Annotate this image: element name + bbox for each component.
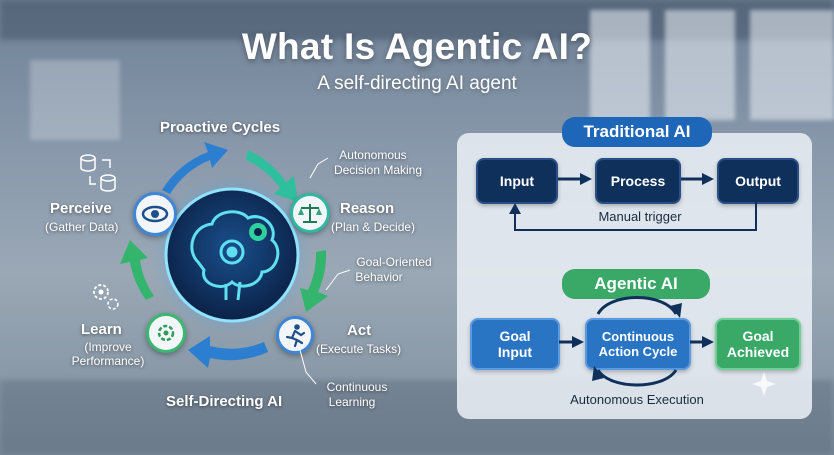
annotation-continuous-1: Continuous (326, 380, 388, 394)
goal-input-box: Goal Input (470, 318, 560, 370)
learn-node (146, 313, 186, 353)
act-title: Act (347, 322, 372, 339)
proactive-cycles-label: Proactive Cycles (160, 119, 281, 136)
background-window (590, 10, 650, 120)
cycle-arrow (246, 150, 298, 202)
refresh-gear-icon (157, 324, 175, 342)
page-title: What Is Agentic AI? (241, 26, 593, 67)
cycle-arrow (188, 336, 268, 368)
cycle-arrow (162, 142, 228, 194)
annotation-goal-2: Behavior (355, 270, 403, 284)
reason-title: Reason (340, 200, 395, 217)
manual-trigger-label: Manual trigger (598, 209, 682, 224)
cycle-line-1: Continuous (601, 329, 675, 344)
annotation-autonomous-1: Autonomous (339, 148, 407, 162)
self-directing-label: Self-Directing AI (166, 393, 283, 410)
continuous-action-cycle-box: Continuous Action Cycle (585, 318, 691, 370)
background-window (750, 10, 834, 120)
database-sync-icon (80, 154, 116, 192)
learn-sub-1: (Improve (84, 340, 132, 354)
reason-sub: (Plan & Decide) (331, 220, 416, 234)
cycle-line-2: Action Cycle (598, 344, 678, 359)
eye-icon (141, 205, 169, 223)
cycle-arrow (300, 250, 328, 312)
reason-node (290, 193, 330, 233)
input-box: Input (476, 158, 558, 204)
brain-gear-icon (190, 210, 280, 301)
runner-icon (285, 324, 306, 348)
traditional-ai-pill: Traditional AI (562, 117, 712, 147)
gear-cluster-icon (93, 284, 119, 310)
output-box: Output (717, 158, 799, 204)
background-window (30, 60, 120, 140)
autonomous-execution-label: Autonomous Execution (570, 392, 704, 407)
act-node (276, 316, 314, 354)
learn-title: Learn (81, 321, 122, 338)
page-subtitle: A self-directing AI agent (317, 73, 517, 94)
background-window (665, 10, 735, 120)
perceive-title: Perceive (50, 200, 112, 217)
scale-icon (298, 204, 322, 223)
agentic-ai-pill: Agentic AI (562, 269, 710, 299)
sparkle-icon (752, 372, 776, 396)
annotation-goal-1: Goal-Oriented (356, 255, 432, 269)
goal-achieved-box: Goal Achieved (715, 318, 801, 370)
goal-achieved-line-1: Goal (742, 328, 774, 344)
goal-input-line-1: Goal (499, 328, 531, 344)
perceive-node (133, 192, 177, 236)
goal-input-line-2: Input (497, 344, 533, 360)
learn-sub-2: Performance) (71, 354, 145, 368)
perceive-sub: (Gather Data) (45, 220, 119, 234)
process-box: Process (595, 158, 681, 204)
act-sub: (Execute Tasks) (316, 342, 402, 356)
annotation-autonomous-2: Decision Making (333, 163, 423, 177)
annotation-continuous-2: Learning (328, 395, 376, 409)
cycle-arrow (120, 240, 154, 300)
goal-achieved-line-2: Achieved (726, 344, 790, 360)
